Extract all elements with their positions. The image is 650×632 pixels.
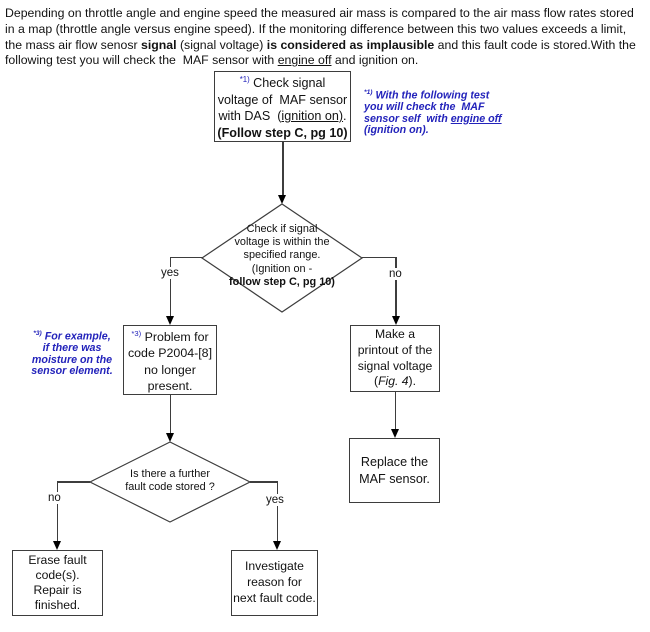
connector-yes1-horizontal <box>170 256 203 258</box>
connector-yes1-vertical <box>169 256 171 317</box>
intro-paragraph: Depending on throttle angle and engine s… <box>5 6 636 68</box>
arrowhead-decision2-icon <box>166 433 174 442</box>
connector-check-to-decision1 <box>282 142 284 197</box>
arrowhead-problem-box-icon <box>166 316 174 325</box>
branch-label-yes-2: yes <box>264 494 286 506</box>
arrowhead-erase-box-icon <box>53 541 61 550</box>
arrowhead-replace-box-icon <box>391 429 399 438</box>
branch-label-yes-1: yes <box>159 267 181 279</box>
arrowhead-printout-box-icon <box>391 316 400 325</box>
branch-label-no-2: no <box>46 492 63 504</box>
connector-no2-vertical <box>56 481 58 542</box>
connector-yes2-vertical <box>276 481 278 542</box>
decision-further-fault-shape <box>88 441 252 523</box>
arrowhead-investigate-box-icon <box>273 541 281 550</box>
connector-no1-vertical <box>395 256 397 317</box>
connector-yes2-horizontal <box>250 481 278 483</box>
connector-printout-to-replace <box>394 392 396 430</box>
branch-label-no-1: no <box>387 268 404 280</box>
connector-problem-to-decision2 <box>169 395 171 434</box>
arrowhead-decision1-icon <box>278 195 286 204</box>
decision-signal-in-range-shape <box>200 203 364 313</box>
connector-no1-horizontal <box>362 256 396 258</box>
connector-no2-horizontal <box>57 481 90 483</box>
